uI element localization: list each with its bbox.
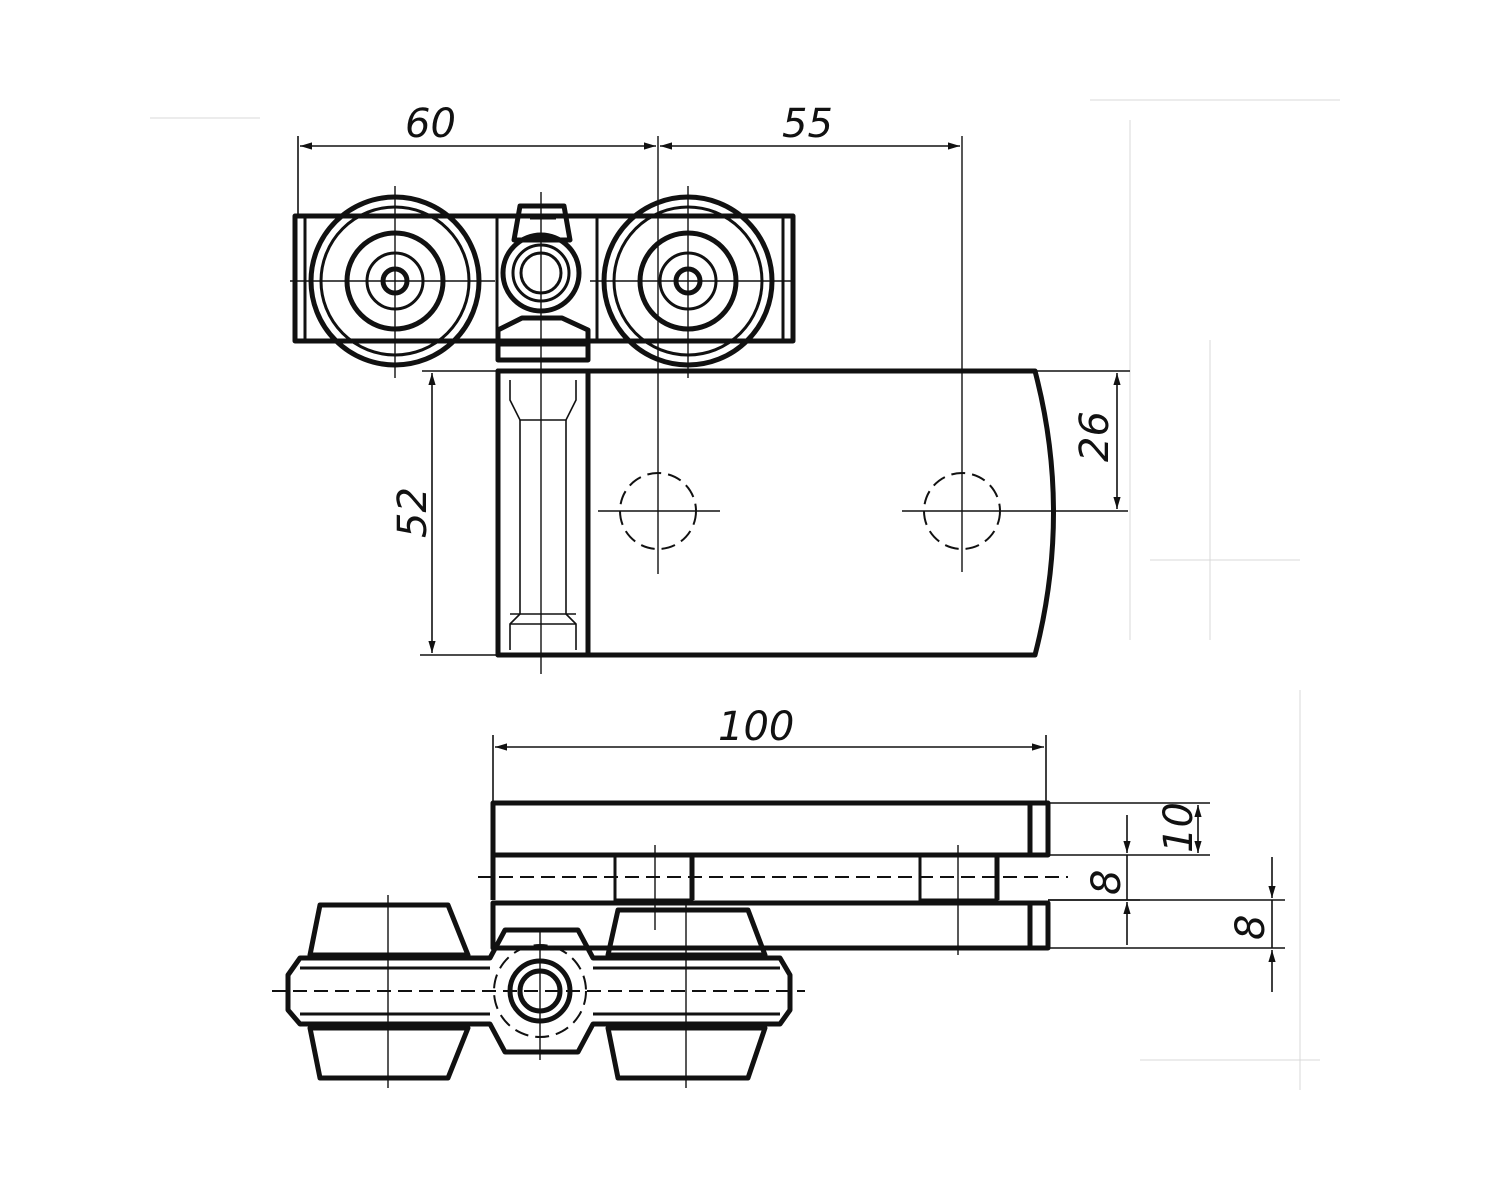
dimension-8-gap-label: 8	[1084, 870, 1130, 895]
hidden-hole-right	[902, 136, 1128, 572]
top-view: 60 55 52 26	[290, 101, 1130, 674]
dimension-60-label: 60	[405, 101, 456, 147]
dimension-8-plate: 8	[1048, 857, 1285, 992]
dimension-26-label: 26	[1072, 411, 1118, 462]
roller-side-view	[272, 895, 805, 1088]
dimension-10: 10	[1048, 802, 1210, 856]
background-guides	[150, 99, 1340, 1090]
dimension-55: 55	[660, 101, 960, 150]
left-wheel	[290, 186, 495, 378]
front-view: 100 10 8 8	[272, 704, 1285, 1088]
hidden-hole-left	[598, 136, 720, 574]
glass-clamp-plate	[495, 368, 1056, 658]
right-wheel	[590, 186, 795, 378]
dimension-100: 100	[492, 704, 1047, 803]
roller-carriage	[292, 213, 796, 344]
outer-plate-bottom	[490, 900, 1051, 951]
dimension-100-label: 100	[718, 704, 794, 750]
dimension-55-label: 55	[782, 101, 833, 147]
center-bolt	[495, 192, 591, 674]
dimension-52-label: 52	[390, 487, 436, 538]
dimension-60: 60	[297, 101, 656, 216]
dimension-10-label: 10	[1156, 802, 1202, 853]
dimension-52: 52	[390, 370, 500, 656]
dimension-8-plate-label: 8	[1228, 915, 1274, 940]
outer-plate-top	[490, 800, 1051, 858]
glass-gap	[478, 845, 1068, 955]
dimension-26: 26	[1035, 370, 1130, 509]
dimension-8-gap: 8	[1048, 815, 1140, 945]
